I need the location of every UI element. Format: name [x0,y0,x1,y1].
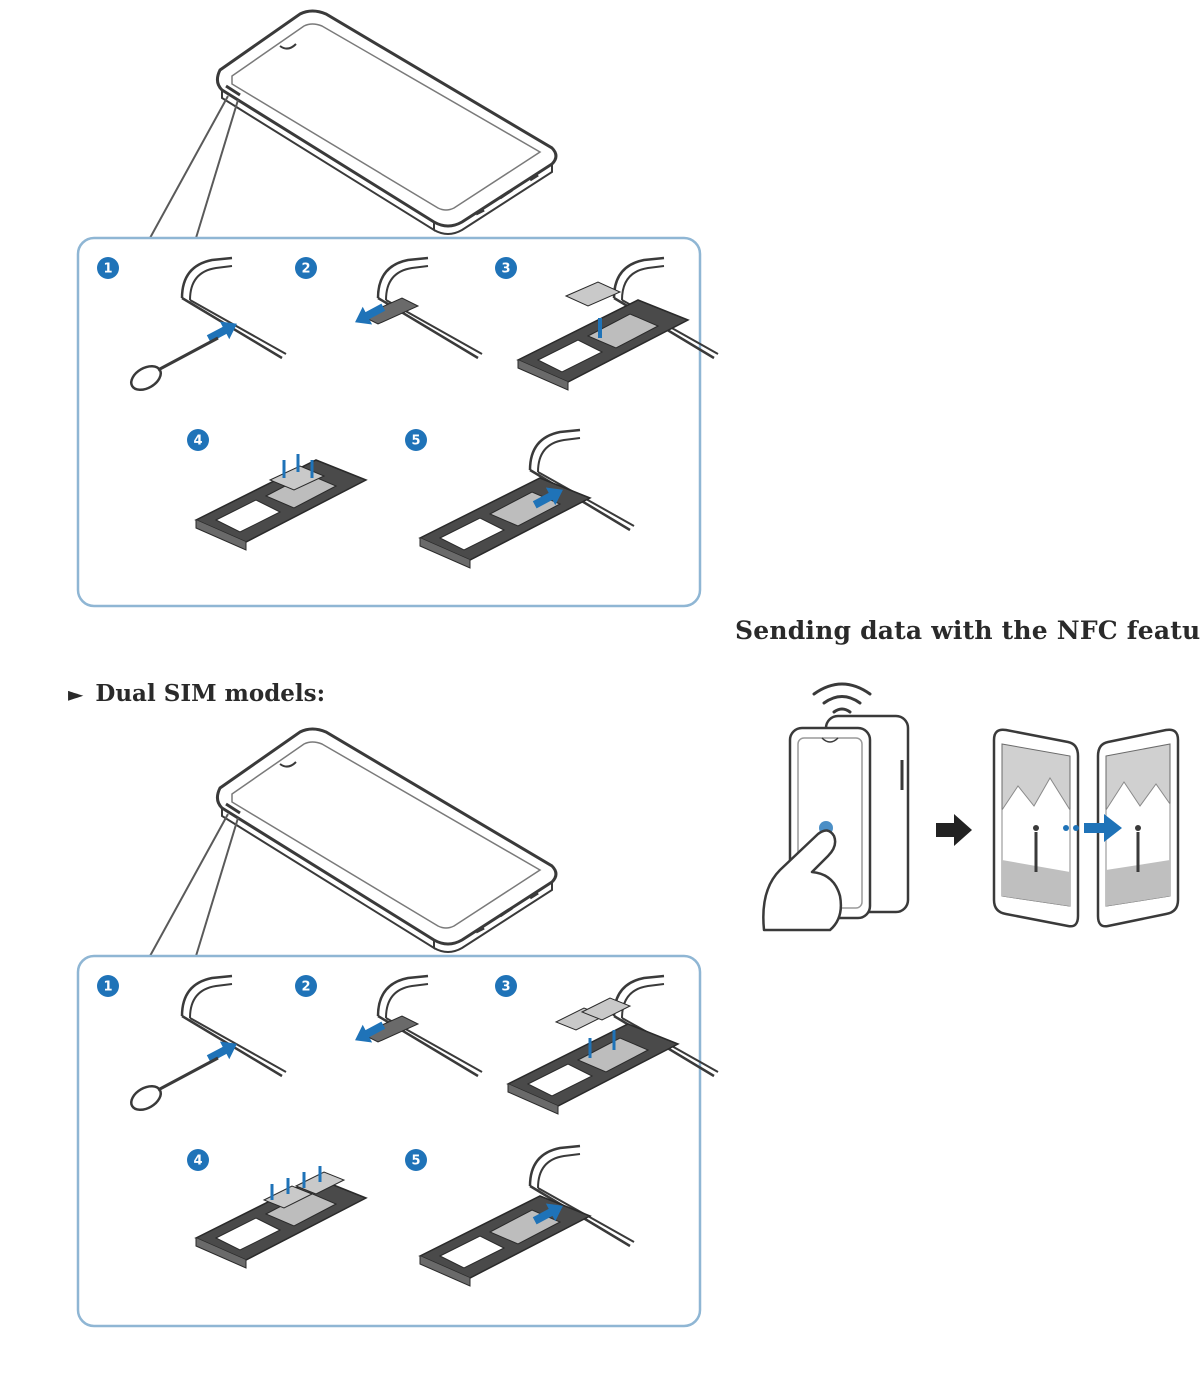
single-sim-phone [215,9,558,236]
step-4-place-sim [195,454,367,551]
dual-step-4-number: 4 [193,1154,202,1169]
dual-step-1-number: 1 [103,980,112,995]
step-4-number: 4 [193,434,202,449]
dual-step-4-place-sims [195,1166,367,1269]
step-3-tray-sim [517,256,720,391]
nfc-illustration [762,682,1180,932]
dual-step-3-number: 3 [501,980,510,995]
dual-step-3-tray-sims [507,974,720,1115]
receiving-phone-left [992,728,1080,928]
nfc-section-title: Sending data with the NFC feature [735,616,1200,645]
arrow-right-icon [936,814,972,846]
dual-sim-steps-box [76,954,702,1328]
dual-step-2-number: 2 [301,980,310,995]
step-1-eject [125,256,288,397]
wifi-signal-icon [812,682,872,714]
dual-sim-label: Dual SIM models: [95,680,326,707]
step-5-number: 5 [411,434,420,449]
dual-step-1-eject [125,974,288,1117]
transfer-arrow-icon [1063,814,1122,842]
receiving-phone-right [1096,728,1180,928]
single-sim-steps-box [76,236,702,608]
dual-step-5-insert-tray [419,1144,636,1287]
step-5-insert-tray [419,428,636,569]
step-2-pull-tray [350,256,484,360]
step-1-number: 1 [103,262,112,277]
dual-sim-heading: ► Dual SIM models: [68,680,325,707]
step-badges-top: 1 2 3 4 5 [97,257,517,451]
finger-icon [762,829,843,932]
step-2-number: 2 [301,262,310,277]
dual-step-5-number: 5 [411,1154,420,1169]
dual-sim-phone [215,727,558,954]
dual-step-2-pull-tray [350,974,484,1078]
bullet-triangle-icon: ► [68,682,84,706]
step-badges-bottom: 1 2 3 4 5 [97,975,517,1171]
step-3-number: 3 [501,262,510,277]
